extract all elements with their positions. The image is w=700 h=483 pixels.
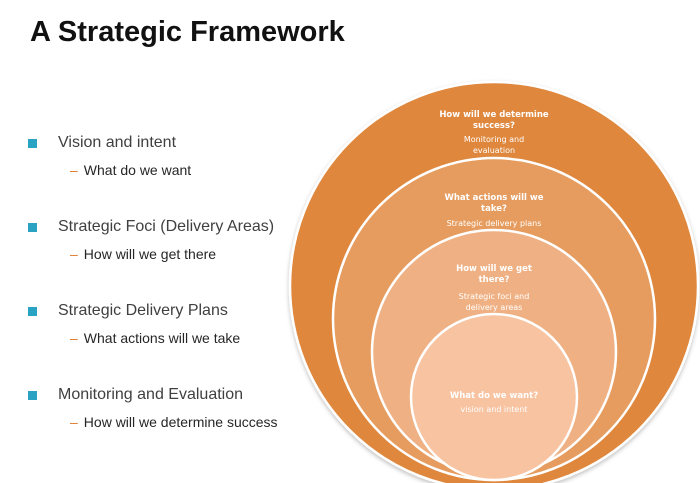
dash-icon: – [70, 330, 78, 346]
question-text: How will we determine [439, 110, 549, 120]
bullet-label: Strategic Delivery Plans [58, 302, 228, 319]
circle-what-want [409, 312, 579, 482]
question-text: What do we want? [450, 391, 538, 401]
bullet-label: Monitoring and Evaluation [58, 386, 244, 403]
circle-actions-label: What actions will we take? Strategic del… [444, 193, 543, 228]
page-title: A Strategic Framework [30, 16, 345, 48]
bullet-item-delivery-plans: Strategic Delivery Plans – What actions … [28, 300, 308, 384]
answer-text: Monitoring and [464, 135, 524, 144]
bullet-list: Vision and intent – What do we want Stra… [28, 132, 308, 468]
dash-icon: – [70, 162, 78, 178]
dash-icon: – [70, 246, 78, 262]
bullet-sub-label: How will we get there [83, 246, 217, 262]
bullet-sub-label: What do we want [83, 162, 192, 178]
bullet-square-icon [28, 138, 37, 148]
circle-what-want-label: What do we want? vision and intent [450, 391, 538, 414]
bullet-square-icon [28, 222, 37, 232]
bullet-item-monitoring: Monitoring and Evaluation – How will we … [28, 384, 308, 468]
bullet-label: Vision and intent [58, 134, 177, 151]
bullet-item-strategic-foci: Strategic Foci (Delivery Areas) – How wi… [28, 216, 308, 300]
question-text: What actions will we [444, 193, 543, 203]
bullet-square-icon [28, 306, 37, 316]
answer-text: Strategic delivery plans [447, 219, 542, 228]
question-text: there? [479, 275, 510, 285]
bullet-sub-label: How will we determine success [83, 414, 278, 430]
bullet-item-vision: Vision and intent – What do we want [28, 132, 308, 216]
answer-text: Strategic foci and [459, 292, 530, 301]
circle-get-there-label: How will we get there? Strategic foci an… [456, 264, 532, 312]
dash-icon: – [70, 414, 78, 430]
question-text: take? [481, 204, 507, 214]
answer-text: delivery areas [466, 303, 523, 312]
bullet-sub-label: What actions will we take [83, 330, 241, 346]
answer-text: vision and intent [460, 405, 527, 414]
bullet-square-icon [28, 390, 37, 400]
question-text: How will we get [456, 264, 532, 274]
question-text: success? [473, 121, 515, 131]
bullet-label: Strategic Foci (Delivery Areas) [58, 218, 275, 235]
answer-text: evaluation [473, 146, 515, 155]
circle-success-label: How will we determine success? Monitorin… [439, 110, 549, 155]
